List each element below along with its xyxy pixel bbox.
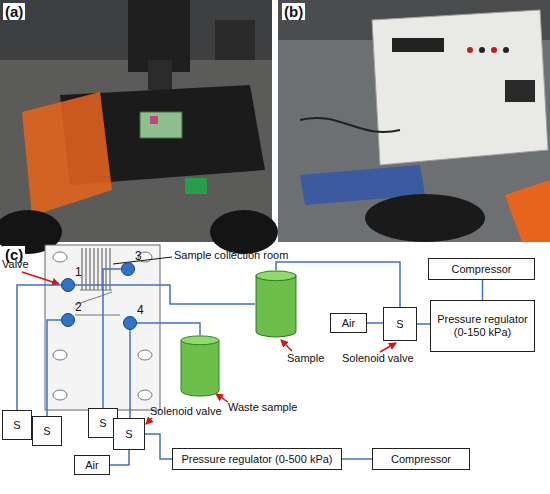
node-label: Compressor [391, 453, 451, 466]
camera [365, 194, 485, 242]
component-box: Compressor [372, 448, 470, 470]
valve-circle: 3 [121, 262, 135, 276]
annotation-label: Valve [2, 258, 29, 270]
tube-line [110, 450, 129, 465]
chip-port [53, 350, 67, 360]
node-label: S [99, 417, 106, 430]
cable [300, 118, 400, 132]
tube-line [103, 269, 121, 408]
node-label: Pressure regulator (0-150 kPa) [434, 313, 531, 339]
annotation-label: Solenoid valve [342, 352, 414, 364]
cylinder-top [181, 336, 219, 345]
node-label: S [13, 419, 20, 432]
component-box: S [2, 410, 32, 440]
callout-number: 4 [137, 303, 144, 317]
annotation-label: Sample collection room [174, 249, 288, 261]
node-label: S [43, 425, 50, 438]
eyepiece [210, 210, 278, 254]
component-box: Pressure regulator (0-500 kPa) [172, 448, 342, 470]
chip-outline [45, 245, 160, 410]
knob [503, 47, 509, 53]
channel [75, 290, 120, 315]
fitting [505, 80, 535, 102]
chip-port [150, 116, 158, 124]
panel-label: (a) [3, 3, 25, 20]
objective-lens [148, 60, 172, 90]
cylinder-body [256, 276, 296, 337]
node-label: Waste sample [228, 401, 297, 413]
tube-line [367, 322, 383, 324]
component-box: S [383, 307, 417, 341]
chip-port [53, 252, 67, 262]
reservoir-cylinder: Sample [255, 270, 297, 338]
cylinder-top [256, 271, 296, 281]
tube-line [47, 320, 61, 416]
annotation-label: Solenoid valve [150, 405, 222, 417]
callout-number: 2 [75, 300, 82, 314]
chip-port [138, 390, 152, 400]
component-box: S [32, 416, 62, 446]
tube-line [129, 330, 131, 418]
node-label: Air [85, 459, 98, 472]
callout-number: 3 [135, 249, 142, 263]
tube-line [145, 434, 172, 459]
cylinder-shape [180, 335, 220, 397]
tube-line [417, 323, 430, 325]
callout-arrow [22, 272, 59, 284]
photo-background [0, 0, 272, 242]
leader-line [113, 257, 172, 264]
callout-arrow [281, 340, 292, 351]
tube-line [75, 285, 255, 304]
node-label: Compressor [452, 263, 512, 276]
photo-background [278, 0, 550, 242]
equipment [215, 20, 255, 60]
knob [491, 47, 497, 53]
callout-arrow [380, 343, 396, 352]
component-box: S [113, 418, 145, 450]
connector [185, 178, 207, 194]
chip [140, 112, 182, 138]
controller-box [372, 10, 548, 165]
tube-line [342, 458, 372, 460]
valve-circle: 4 [123, 316, 137, 330]
callout-arrow [216, 394, 228, 402]
tube-line [137, 323, 200, 335]
orange-shield [22, 92, 112, 216]
node-label: Sample [287, 352, 324, 364]
cylinder-shape [255, 270, 297, 338]
node-label: S [125, 428, 132, 441]
component-box: Pressure regulator (0-150 kPa) [430, 300, 535, 352]
callout-number: 1 [75, 265, 82, 279]
knob [479, 47, 485, 53]
reservoir-cylinder: Waste sample [180, 335, 220, 397]
orange-shield [505, 180, 550, 242]
component-box: Air [330, 313, 367, 333]
node-label: Pressure regulator (0-500 kPa) [181, 453, 332, 466]
component-box: Compressor [428, 258, 535, 280]
display [392, 38, 444, 52]
component-box: Air [74, 455, 110, 475]
node-label: Air [342, 317, 355, 330]
callout-arrow [146, 418, 152, 424]
node-label: S [396, 318, 403, 331]
chip-port [138, 350, 152, 360]
tube-line [17, 285, 61, 410]
panel-label: (b) [282, 3, 305, 20]
knob [467, 47, 473, 53]
chip-port [53, 390, 67, 400]
tube-line [482, 280, 484, 300]
valve-circle: 2 [61, 313, 75, 327]
cylinder-body [181, 340, 219, 396]
valve-circle: 1 [61, 278, 75, 292]
